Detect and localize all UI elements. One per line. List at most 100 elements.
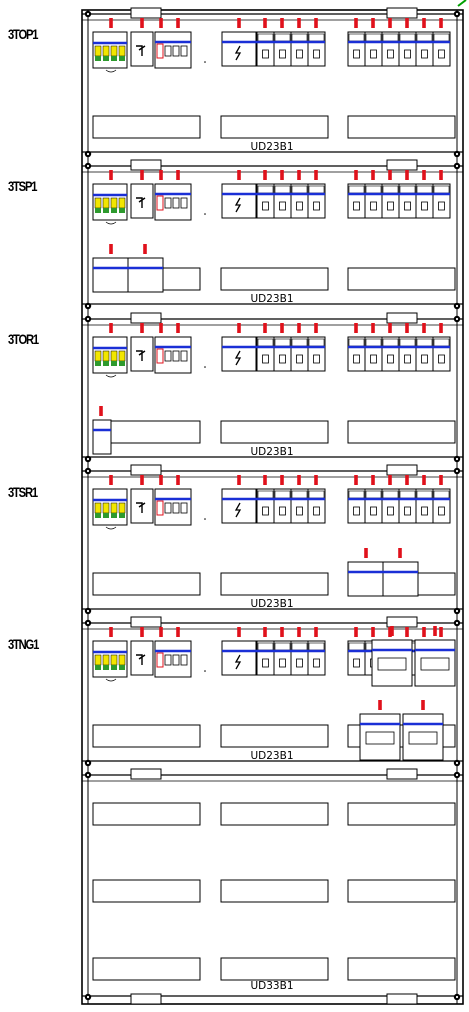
breaker-module xyxy=(256,31,275,67)
breaker-module xyxy=(273,31,292,67)
module-label-plate xyxy=(348,338,365,347)
corner-screw-hole xyxy=(455,164,459,168)
breaker-tag xyxy=(159,475,163,485)
surge-cartridge xyxy=(94,502,102,514)
main-switch xyxy=(130,627,154,676)
switch-handle-icon xyxy=(136,654,146,665)
module-label-plate xyxy=(433,185,450,194)
surge-cartridge xyxy=(110,502,118,514)
module-label-plate xyxy=(308,338,325,347)
blank-cover-plate xyxy=(347,115,456,139)
corner-screw-hole xyxy=(86,469,90,473)
surge-cartridge xyxy=(118,350,126,362)
row-label-3top1: 3TOP1 xyxy=(8,26,38,42)
module-label-plate xyxy=(348,33,365,42)
corner-screw-hole xyxy=(86,164,90,168)
hinge-tab xyxy=(386,159,418,171)
breaker-module xyxy=(273,640,292,676)
surge-indicator xyxy=(119,56,125,61)
breaker-tag xyxy=(314,323,318,333)
hinge-tab xyxy=(386,7,418,19)
breaker-tag xyxy=(405,18,409,28)
breaker-group-middle xyxy=(221,323,326,372)
breaker-tag xyxy=(371,323,375,333)
breaker-module xyxy=(432,488,451,524)
breaker-tag xyxy=(388,170,392,180)
module-label-plate xyxy=(348,642,365,651)
module-toggle xyxy=(421,49,428,59)
breaker-tag xyxy=(314,170,318,180)
breaker-module xyxy=(273,488,292,524)
module-toggle xyxy=(279,658,286,668)
breaker-tag xyxy=(371,18,375,28)
module-toggle xyxy=(262,506,269,516)
corner-screw-hole xyxy=(86,761,90,765)
blank-cover-plate xyxy=(220,115,329,139)
breaker-module xyxy=(307,336,326,372)
module-toggle xyxy=(404,506,411,516)
blank-cover-plate xyxy=(220,802,329,826)
module-label-plate xyxy=(365,338,382,347)
surge-indicator xyxy=(111,361,117,366)
corner-screw-hole xyxy=(86,304,90,308)
switch-handle-icon xyxy=(136,350,146,361)
breaker-module xyxy=(364,336,383,372)
breaker-tag xyxy=(159,170,163,180)
panel-caption: UD23B1 xyxy=(250,598,293,610)
contactor-module xyxy=(371,626,413,687)
module-toggle xyxy=(313,658,320,668)
blank-cover-plate xyxy=(347,879,456,903)
breaker-tag xyxy=(176,323,180,333)
breaker-tag xyxy=(140,475,144,485)
surge-indicator xyxy=(103,361,109,366)
module-toggle xyxy=(262,201,269,211)
module-label-plate xyxy=(308,490,325,499)
breaker-tag xyxy=(159,18,163,28)
breaker-tag xyxy=(422,627,426,637)
breaker-module xyxy=(256,488,275,524)
surge-cartridge xyxy=(94,197,102,209)
breaker-tag xyxy=(109,18,113,28)
breaker-group-middle xyxy=(221,170,326,219)
module-label-plate xyxy=(308,642,325,651)
surge-cartridge xyxy=(102,502,110,514)
breaker-tag xyxy=(280,18,284,28)
breaker-tag xyxy=(263,627,267,637)
surge-cartridge xyxy=(110,45,118,57)
module-label-plate xyxy=(433,33,450,42)
main-switch xyxy=(130,18,154,67)
surge-protector xyxy=(92,170,128,225)
panel-row-3tor1: UD23B1 xyxy=(82,312,463,463)
lightning-module xyxy=(221,31,257,67)
hinge-tab xyxy=(130,993,162,1005)
blank-cover-plate xyxy=(220,572,329,596)
blank-cover-plate xyxy=(220,879,329,903)
breaker-tag xyxy=(140,627,144,637)
hinge-tab xyxy=(130,159,162,171)
module-label-plate xyxy=(308,33,325,42)
breaker-tag xyxy=(439,627,443,637)
blank-cover-plate xyxy=(347,420,456,444)
extra-modules-3tsr1 xyxy=(347,548,419,597)
module-toggle xyxy=(387,49,394,59)
breaker-tag xyxy=(237,323,241,333)
breaker-module xyxy=(381,183,400,219)
breaker-group-right xyxy=(347,18,451,67)
module-label-plate xyxy=(291,642,308,651)
module-toggle xyxy=(313,354,320,364)
corner-screw-hole xyxy=(86,457,90,461)
dot xyxy=(204,213,206,215)
panel-caption: UD33B1 xyxy=(250,980,293,992)
breaker-tag xyxy=(421,700,425,710)
module-label-plate xyxy=(274,185,291,194)
rcd-test-indicator xyxy=(156,500,164,516)
corner-screw-hole xyxy=(86,12,90,16)
breaker-module xyxy=(290,640,309,676)
breaker-module xyxy=(398,183,417,219)
module-label-plate xyxy=(365,185,382,194)
module-label-plate xyxy=(416,33,433,42)
module-toggle xyxy=(370,201,377,211)
surge-cartridge xyxy=(94,45,102,57)
surge-cartridge xyxy=(118,654,126,666)
corner-screw-hole xyxy=(455,12,459,16)
